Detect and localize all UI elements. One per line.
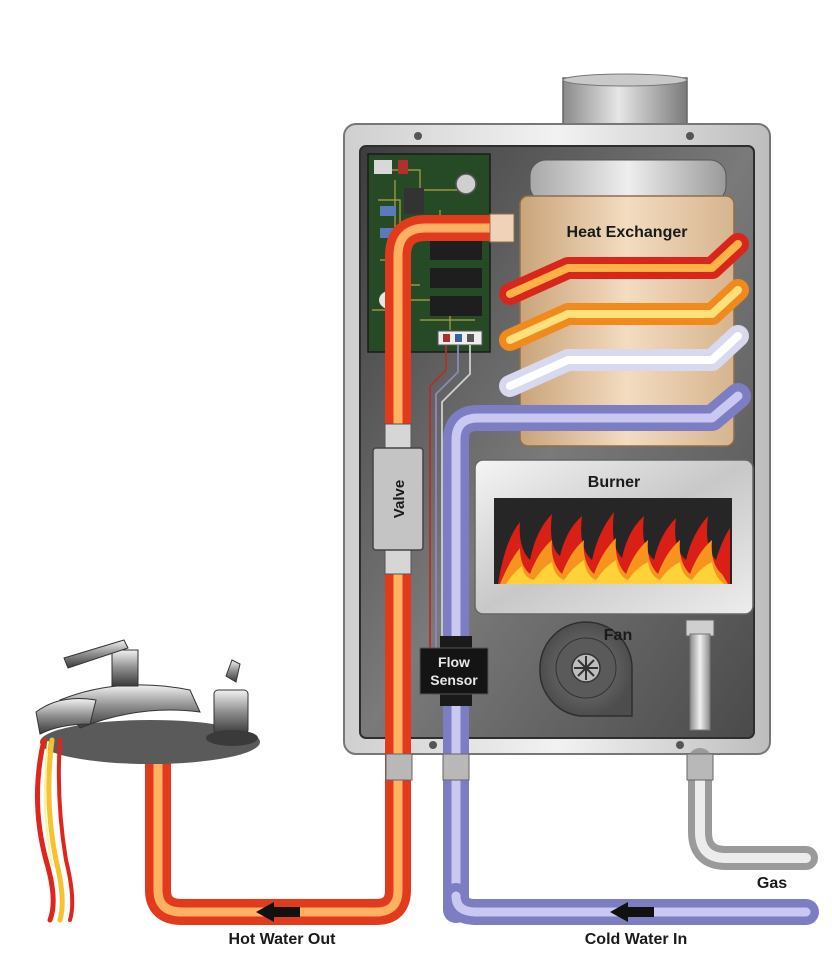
valve: Valve	[372, 423, 424, 575]
hot-water-out-label: Hot Water Out	[229, 931, 337, 948]
flow-sensor-label-line1: Flow	[438, 654, 470, 670]
hot-flow-arrow	[256, 902, 300, 922]
heat-exchanger-label: Heat Exchanger	[567, 224, 688, 241]
fan: Fan	[539, 621, 633, 717]
flow-sensor: Flow Sensor	[419, 636, 489, 706]
flue-vent	[562, 73, 688, 131]
cold-flow-arrow	[610, 902, 654, 922]
exchanger-coils	[499, 233, 749, 397]
sensor-wires	[429, 345, 471, 652]
hot-water-pipe	[145, 213, 515, 925]
mounting-screws	[414, 132, 694, 749]
faucet	[35, 639, 260, 764]
burner: Burner	[474, 459, 754, 615]
burner-label: Burner	[588, 474, 640, 491]
flow-sensor-label-line2: Sensor	[430, 672, 478, 688]
valve-label: Valve	[391, 480, 408, 518]
gas-label: Gas	[757, 875, 787, 892]
water-stream	[35, 737, 75, 923]
burner-flames	[498, 512, 730, 584]
bottom-fittings	[385, 753, 714, 781]
cold-water-in-label: Cold Water In	[585, 931, 688, 948]
fan-label: Fan	[604, 627, 632, 644]
cold-water-pipe	[443, 383, 819, 925]
gas-pipe: Gas	[685, 619, 818, 892]
